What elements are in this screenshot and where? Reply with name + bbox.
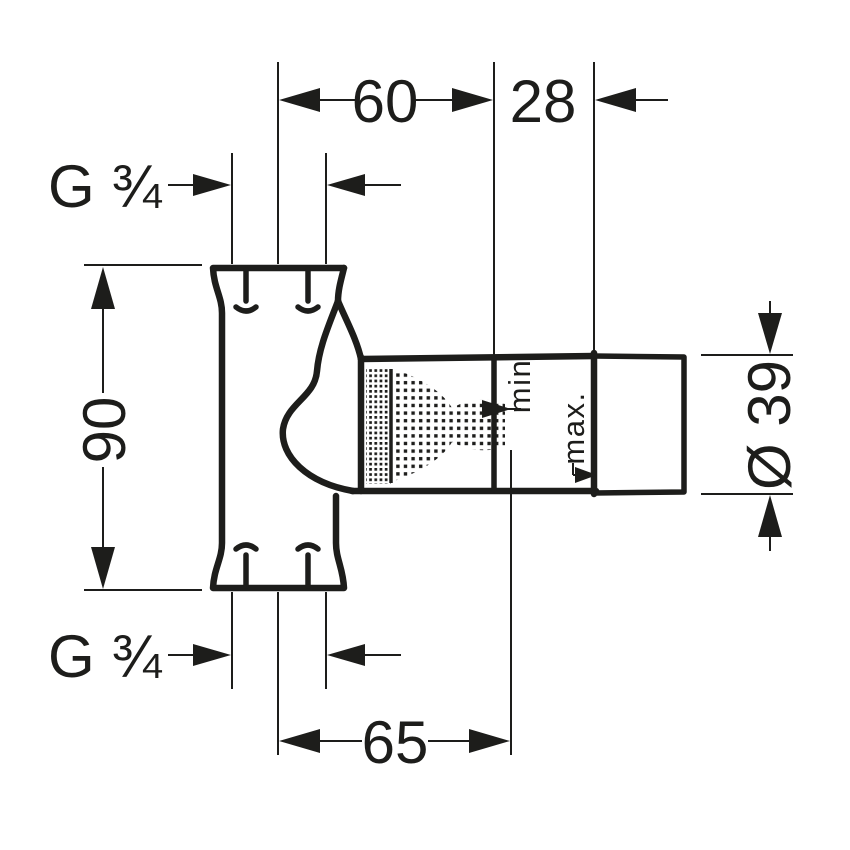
depth-arrowhead-right (469, 729, 510, 753)
dim-value-diameter: Ø 39 (736, 360, 803, 490)
diameter-arrowhead-down (758, 313, 782, 354)
min-arrowhead (482, 400, 511, 418)
dim-value-height: 90 (71, 397, 138, 464)
diameter-arrowhead-up (758, 495, 782, 537)
dimension-top-width: 60 (277, 62, 495, 357)
thread-mark-top-right-arc (295, 304, 321, 314)
cartridge-stipple-cone (394, 369, 505, 481)
dim-arrowhead-right (452, 88, 493, 112)
outlet-cone-upper-edge (334, 297, 365, 363)
height-arrowhead-down (91, 547, 115, 589)
cartridge-cap (591, 353, 687, 496)
dimension-thread-top: G ¾ (48, 153, 401, 264)
cartridge-stipple-block (366, 368, 391, 484)
cartridge-housing (348, 349, 687, 498)
dimension-depth: 65 (277, 450, 512, 776)
min-label: min (502, 359, 537, 413)
thread-label-top: G ¾ (48, 153, 162, 220)
depth-arrowhead-left (279, 729, 320, 753)
dimension-top-offset: 28 (510, 62, 668, 353)
dimension-body-height: 90 (71, 264, 202, 591)
dimension-diameter: Ø 39 (701, 301, 803, 551)
valve-body-outline (209, 264, 348, 592)
max-arrowhead (575, 467, 597, 483)
annotation-min: min (482, 359, 537, 418)
valve-body-right-top-edge (334, 264, 348, 305)
body-shoulder-curve (279, 297, 357, 495)
thread-top-arrowhead-right (327, 174, 365, 196)
annotation-max: max. (556, 391, 597, 483)
dim-arrowhead-offset (595, 88, 636, 112)
valve-body (209, 264, 365, 592)
thread-top-arrowhead-left (193, 174, 231, 196)
dim-arrowhead-left (279, 88, 320, 112)
height-arrowhead-up (91, 267, 115, 309)
thread-mark-top-left-arc (233, 304, 259, 314)
dim-value-top-offset: 28 (510, 68, 577, 135)
thread-mark-bottom-right-arc (295, 542, 321, 552)
dimension-thread-bottom: G ¾ (48, 592, 401, 690)
thread-mark-bottom-left-arc (233, 542, 259, 552)
dim-value-depth: 65 (362, 709, 429, 776)
housing-top-edge (357, 352, 598, 363)
thread-bottom-arrowhead-right (327, 644, 365, 666)
thread-label-bottom: G ¾ (48, 623, 162, 690)
dim-value-top-width: 60 (352, 68, 419, 135)
thread-bottom-arrowhead-left (193, 644, 231, 666)
max-label: max. (556, 391, 591, 464)
